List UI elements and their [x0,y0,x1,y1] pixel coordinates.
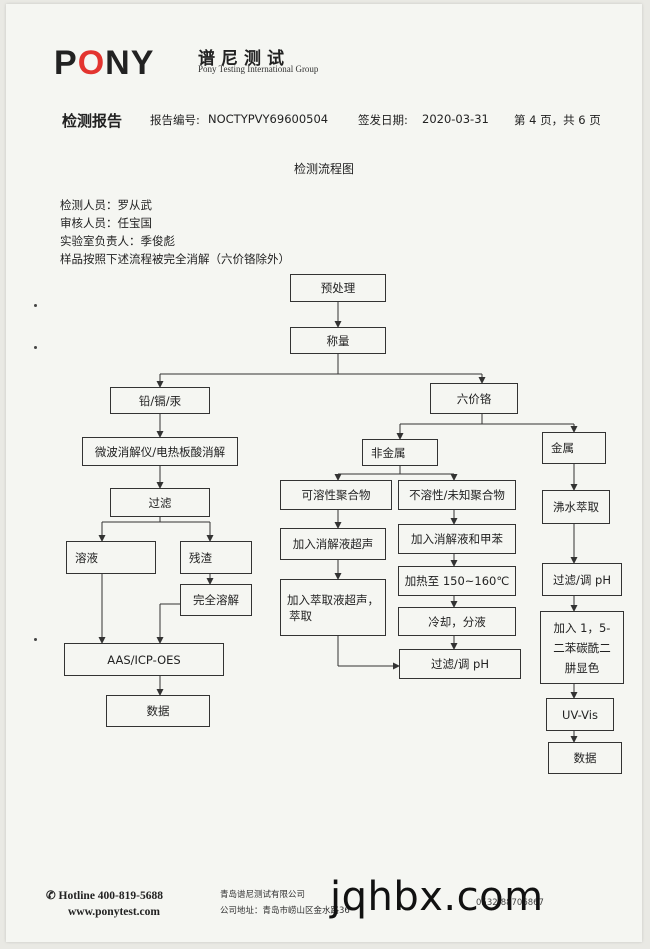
issue-date: 2020-03-31 [422,112,489,126]
step-pretreat: 预处理 [290,274,386,302]
step-add-extract-line1: 加入萃取液超声， [287,592,379,607]
staff-info: 检测人员：罗从武 审核人员：任宝国 实验室负责人：季俊彪 样品按照下述流程被完全… [60,196,290,268]
step-heat: 加热至 150~160℃ [398,566,516,596]
step-cr6: 六价铬 [430,383,518,414]
lab-head: 实验室负责人：季俊彪 [60,234,175,248]
digest-note: 样品按照下述流程被完全消解（六价铬除外） [60,252,290,266]
report-no: NOCTYPVY69600504 [208,112,329,126]
footer-company: 青岛谱尼测试有限公司 [220,890,306,900]
step-nonmetal: 非金属 [362,439,438,466]
footer-website: www.ponytest.com [68,906,160,918]
step-soluble-polymer: 可溶性聚合物 [280,480,392,510]
step-residue: 残渣 [180,541,252,574]
issue-date-label: 签发日期: [358,113,408,127]
flowchart-title: 检测流程图 [293,162,354,176]
step-add-toluene: 加入消解液和甲苯 [398,524,516,554]
step-insoluble-polymer: 不溶性/未知聚合物 [398,480,516,510]
margin-dot [34,638,37,641]
step-dpc-color: 加入 1，5- 二苯碳酰二 肼显色 [540,611,624,684]
step-add-ultrasonic: 加入消解液超声 [280,528,386,560]
step-weigh: 称量 [290,327,386,354]
watermark: jqhbx.com [330,874,544,920]
step-dpc-line2: 二苯碳酰二 [553,640,611,655]
report-no-label: 报告编号: [150,113,200,127]
report-page: PONY 谱尼测试 Pony Testing International Gro… [6,4,642,942]
footer-phone: 0532-88706867 [476,898,544,908]
step-full-digest: 完全溶解 [180,584,252,616]
step-add-extract: 加入萃取液超声， 萃取 [280,579,386,636]
step-cool-separate: 冷却，分液 [398,607,516,636]
step-data-left: 数据 [106,695,210,727]
step-boil-extract: 沸水萃取 [542,490,610,524]
flowchart-connectors [98,302,578,743]
step-pb-cd-hg: 铅/镉/汞 [110,387,210,414]
report-title: 检测报告 [62,112,123,130]
margin-dot [34,346,37,349]
step-filter-ph-mid: 过滤/调 pH [399,649,521,679]
footer-hotline: ✆ Hotline 400-819-5688 [46,890,163,902]
step-dpc-line3: 肼显色 [564,660,600,675]
step-aas-icp-oes: AAS/ICP-OES [64,643,224,676]
brand-name-cn: 谱尼测试 [198,49,290,69]
step-uv-vis: UV-Vis [546,698,614,731]
step-filter-ph-right: 过滤/调 pH [542,563,622,596]
step-metal: 金属 [542,432,606,464]
step-filter: 过滤 [110,488,210,517]
step-data-right: 数据 [548,742,622,774]
footer-address: 公司地址：青岛市崂山区金水路36 [220,906,350,916]
step-microwave-digest: 微波消解仪/电热板酸消解 [82,437,238,466]
page-info: 第 4 页，共 6 页 [514,113,601,127]
step-solution: 溶液 [66,541,156,574]
pony-logo: PONY [54,44,155,82]
margin-dot [34,304,37,307]
inspector: 检测人员：罗从武 [60,198,152,212]
step-add-extract-line2: 萃取 [289,608,312,623]
brand-name-en: Pony Testing International Group [198,64,319,74]
reviewer: 审核人员：任宝国 [60,216,152,230]
step-dpc-line1: 加入 1，5- [553,620,611,635]
